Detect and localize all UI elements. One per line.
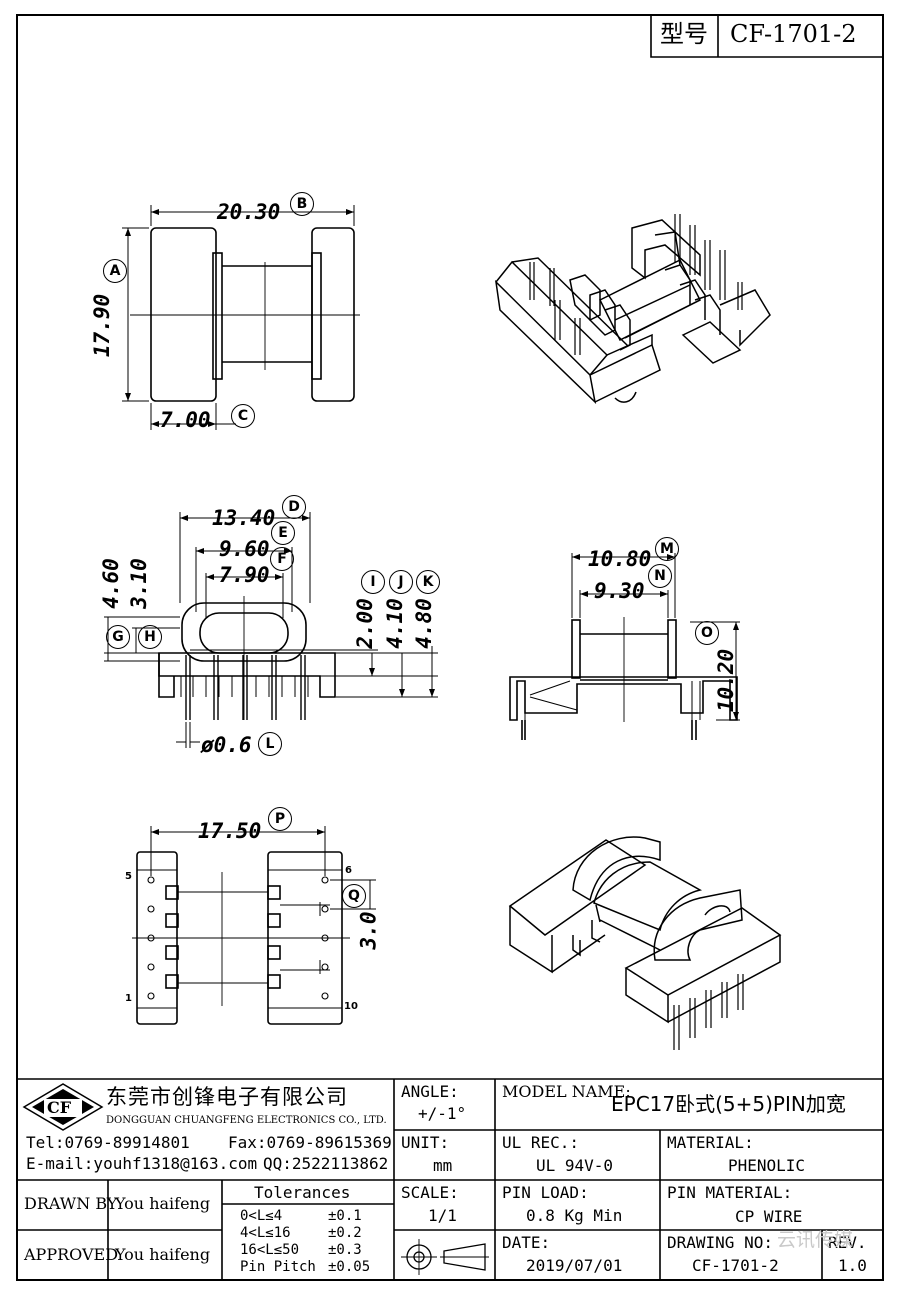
rev-value: 1.0	[838, 1256, 867, 1275]
ul-label: UL REC.:	[502, 1133, 580, 1152]
dim-b-value: 20.30	[217, 200, 281, 224]
tol-range-0: 0<L≤4	[240, 1208, 283, 1224]
dim-o-marker: O	[695, 621, 719, 645]
angle-value: +/-1°	[418, 1104, 467, 1123]
dim-q-value: 3.0	[356, 911, 381, 950]
tolerances-title: Tolerances	[254, 1183, 351, 1202]
dim-c-marker: C	[231, 404, 255, 428]
dim-o-value: 10.20	[714, 648, 739, 713]
bottom-view	[132, 826, 376, 1025]
dim-h-marker: H	[138, 625, 162, 649]
scale-label: SCALE:	[401, 1183, 459, 1202]
model-name-value: EPC17卧式(5+5)PIN加宽	[611, 1092, 846, 1116]
dim-e-marker: E	[271, 521, 295, 545]
dim-k-marker: K	[416, 570, 440, 594]
top-view	[122, 205, 360, 430]
date-label: DATE:	[502, 1233, 551, 1252]
dim-g-marker: G	[106, 625, 130, 649]
dim-l-value: ø0.6	[201, 733, 252, 757]
pin-material-value: CP WIRE	[735, 1207, 803, 1226]
dim-n-marker: N	[648, 564, 672, 588]
pin-material-label: PIN MATERIAL:	[667, 1183, 793, 1202]
unit-value: mm	[433, 1156, 453, 1175]
tol-value-2: ±0.3	[328, 1242, 362, 1258]
pin-label-10: 10	[344, 1001, 358, 1012]
company-email: E-mail:youhf1318@163.com	[26, 1154, 258, 1173]
rev-label: REV.	[828, 1233, 867, 1252]
title-block-lines	[17, 1078, 883, 1280]
company-name-en: DONGGUAN CHUANGFENG ELECTRONICS CO., LTD…	[106, 1115, 387, 1126]
dim-j-value: 4.10	[382, 598, 407, 649]
dim-g-value: 4.60	[98, 558, 123, 609]
dim-l-marker: L	[258, 732, 282, 756]
watermark-text: 云讯传媒	[777, 1229, 854, 1251]
dim-p-value: 17.50	[198, 819, 262, 843]
dim-p-marker: P	[268, 807, 292, 831]
pin-load-label: PIN LOAD:	[502, 1183, 589, 1202]
company-tel: Tel:0769-89914801	[26, 1133, 190, 1152]
ul-value: UL 94V-0	[536, 1156, 614, 1175]
pin-label-5: 5	[125, 871, 132, 882]
company-logo-text: CF	[47, 1098, 72, 1117]
model-label: 型号	[660, 20, 708, 48]
approved-label: APPROVED	[24, 1245, 119, 1264]
model-name-label: MODEL NAME:	[502, 1082, 631, 1101]
date-value: 2019/07/01	[526, 1256, 623, 1275]
projection-symbol-icon	[401, 1239, 489, 1275]
tol-range-3: Pin Pitch	[240, 1259, 316, 1275]
dim-a-marker: A	[103, 259, 127, 283]
material-label: MATERIAL:	[667, 1133, 754, 1152]
drawing-no-label: DRAWING NO:	[667, 1233, 773, 1252]
dim-h-value: 3.10	[126, 558, 151, 609]
dim-e-value: 9.60	[219, 537, 270, 561]
dim-n-value: 9.30	[594, 579, 645, 603]
drawn-by-value: You haifeng	[115, 1194, 211, 1213]
pin-load-value: 0.8 Kg Min	[526, 1206, 623, 1225]
approved-value: You haifeng	[115, 1245, 211, 1264]
tol-range-1: 4<L≤16	[240, 1225, 291, 1241]
tol-range-2: 16<L≤50	[240, 1242, 300, 1258]
dim-j-marker: J	[389, 570, 413, 594]
header-cells	[650, 15, 883, 58]
dim-m-marker: M	[655, 537, 679, 561]
angle-label: ANGLE:	[401, 1082, 459, 1101]
dim-a-value: 17.90	[90, 293, 115, 358]
dim-d-marker: D	[282, 495, 306, 519]
pin-label-1: 1	[125, 993, 132, 1004]
dim-i-marker: I	[361, 570, 385, 594]
dim-d-value: 13.40	[212, 506, 276, 530]
side-view	[509, 553, 740, 740]
isometric-view-bottom	[508, 836, 782, 1050]
model-id: CF-1701-2	[730, 20, 857, 48]
dim-f-marker: F	[270, 547, 294, 571]
dim-k-value: 4.80	[411, 598, 436, 649]
tol-value-1: ±0.2	[328, 1225, 362, 1241]
unit-label: UNIT:	[401, 1133, 450, 1152]
company-fax: Fax:0769-89615369	[228, 1133, 392, 1152]
dim-q-marker: Q	[342, 884, 366, 908]
company-name-cn: 东莞市创锋电子有限公司	[106, 1085, 348, 1109]
drawn-by-label: DRAWN BY	[24, 1194, 118, 1213]
drawing-no-value: CF-1701-2	[692, 1256, 779, 1275]
dim-i-value: 2.00	[352, 598, 377, 649]
tol-value-3: ±0.05	[328, 1259, 371, 1275]
dim-c-value: 7.00	[160, 408, 211, 432]
dim-b-marker: B	[290, 192, 314, 216]
isometric-view-top	[494, 214, 771, 405]
company-qq: QQ:2522113862	[263, 1154, 389, 1173]
pin-label-6: 6	[345, 865, 352, 876]
logo-diamond	[22, 1083, 104, 1131]
material-value: PHENOLIC	[728, 1156, 806, 1175]
outer-frame	[16, 14, 884, 1281]
dim-f-value: 7.90	[219, 563, 270, 587]
tol-value-0: ±0.1	[328, 1208, 362, 1224]
dim-m-value: 10.80	[588, 547, 652, 571]
scale-value: 1/1	[428, 1206, 457, 1225]
